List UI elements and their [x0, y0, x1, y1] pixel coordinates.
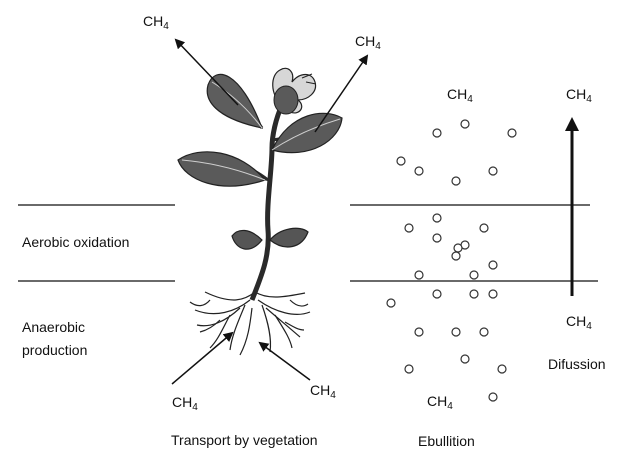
ch4-label-diffusion-bottom: CH4 [566, 314, 592, 332]
arrow-root-uptake-left [172, 333, 232, 384]
transport-by-vegetation-caption: Transport by vegetation [171, 433, 318, 447]
ch4-label-root-right: CH4 [310, 383, 336, 401]
production-label: production [22, 343, 87, 357]
bubble [480, 328, 488, 336]
leaf-lower-right [270, 228, 308, 247]
bubble [489, 393, 497, 401]
bubble [489, 167, 497, 175]
bubble [415, 167, 423, 175]
bubble [415, 271, 423, 279]
ch4-label-plant-top-right: CH4 [355, 34, 381, 52]
bubble [405, 224, 413, 232]
bubble [508, 129, 516, 137]
bubble [397, 157, 405, 165]
ch4-label-ebullition-top: CH4 [447, 87, 473, 105]
bubble [387, 299, 395, 307]
bubble [452, 328, 460, 336]
bubble [452, 177, 460, 185]
leaf-middle-left [178, 152, 265, 186]
aerobic-oxidation-label: Aerobic oxidation [22, 235, 129, 249]
bubble [405, 365, 413, 373]
bubble [470, 271, 478, 279]
leaf-middle-right [272, 113, 342, 152]
plant-flower [273, 68, 316, 114]
bubble [454, 244, 462, 252]
ch4-label-plant-top-left: CH4 [143, 14, 169, 32]
bubble [433, 234, 441, 242]
arrow-root-uptake-right [260, 343, 310, 380]
ch4-label-diffusion-top: CH4 [566, 87, 592, 105]
leaf-lower-left [232, 230, 262, 249]
plant-roots [190, 292, 310, 355]
bubble [415, 328, 423, 336]
bubble [498, 365, 506, 373]
ebullition-bubbles [387, 120, 516, 401]
bubble [470, 290, 478, 298]
bubble [433, 129, 441, 137]
bubble [461, 120, 469, 128]
plant-stem [252, 105, 282, 300]
bubble [433, 290, 441, 298]
bubble [480, 224, 488, 232]
arrow-plant-emission-left [176, 40, 238, 105]
bubble [489, 261, 497, 269]
anaerobic-label: Anaerobic [22, 320, 85, 334]
bubble [433, 214, 441, 222]
ch4-label-ebullition-bottom: CH4 [427, 394, 453, 412]
bubble [489, 290, 497, 298]
bubble [452, 252, 460, 260]
plant-illustration [178, 68, 342, 355]
diffusion-caption: Difussion [548, 357, 606, 371]
bubble [461, 355, 469, 363]
ebullition-caption: Ebullition [418, 434, 475, 448]
ch4-label-root-left: CH4 [172, 395, 198, 413]
